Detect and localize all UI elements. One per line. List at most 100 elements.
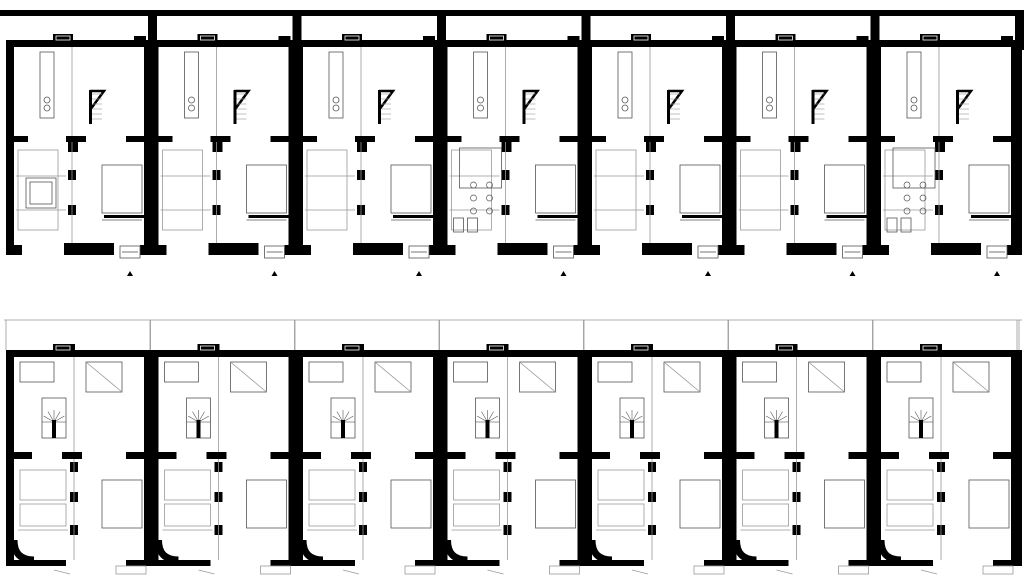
ground-unit-4 — [439, 10, 591, 276]
fixture-outline — [838, 565, 869, 575]
wall — [439, 245, 456, 255]
wall — [567, 36, 580, 41]
wall — [630, 420, 634, 438]
stair-rail — [666, 89, 685, 111]
fixture-outline — [679, 164, 721, 214]
ground-unit-6 — [728, 10, 880, 276]
wall — [712, 36, 724, 41]
wall — [150, 350, 298, 357]
fixture-outline — [85, 361, 123, 393]
chair — [903, 181, 911, 189]
wall — [971, 215, 1011, 218]
thin-line — [663, 361, 701, 393]
wall — [728, 40, 737, 255]
fixture-outline — [489, 345, 504, 351]
fixture-outline — [633, 345, 649, 351]
wall — [1015, 10, 1022, 255]
wall — [415, 136, 442, 142]
fixture-outline — [597, 469, 645, 501]
wall — [6, 350, 153, 357]
thin-line — [374, 361, 412, 393]
fixture-outline — [164, 361, 199, 383]
wall — [501, 140, 512, 152]
wall — [104, 215, 144, 218]
fixture-outline — [164, 503, 211, 527]
wall — [933, 136, 953, 142]
wall — [429, 245, 442, 255]
stair — [88, 89, 107, 124]
wall — [140, 245, 153, 255]
wall — [993, 560, 1020, 566]
fixture-outline — [184, 51, 199, 119]
wall — [197, 34, 218, 41]
wall — [6, 452, 32, 459]
thin-line — [487, 569, 504, 575]
wall — [197, 344, 220, 351]
stove-burner — [910, 96, 918, 104]
wall — [788, 136, 809, 142]
wall — [486, 34, 507, 41]
wall — [126, 452, 153, 459]
wall — [355, 136, 375, 142]
upper-unit-7 — [872, 320, 1020, 575]
wall — [873, 136, 895, 142]
stove-burner — [43, 104, 51, 112]
ground-floor-row — [0, 10, 1024, 276]
wall — [873, 452, 899, 459]
winder-stair — [475, 397, 500, 439]
fixture-outline — [115, 565, 147, 575]
fixture-outline — [886, 361, 922, 383]
wall — [295, 40, 303, 255]
wall — [537, 215, 578, 218]
wall — [584, 40, 731, 47]
wall — [342, 344, 364, 351]
stair — [811, 89, 829, 124]
upper-unit-1 — [5, 320, 153, 575]
fixture-outline — [404, 565, 436, 575]
wall — [866, 40, 876, 255]
wall — [873, 40, 881, 255]
stair-rail — [522, 89, 540, 111]
fixture-outline — [742, 469, 789, 501]
wall — [646, 140, 656, 152]
fixture-outline — [200, 345, 215, 351]
chair — [919, 181, 927, 189]
curved-wall — [733, 539, 757, 564]
ground-unit-5 — [584, 10, 735, 276]
wall — [150, 452, 177, 459]
wall — [642, 243, 692, 255]
wall — [993, 452, 1020, 459]
stove-burner — [766, 96, 773, 104]
stair — [666, 89, 685, 124]
wall — [631, 34, 651, 41]
wall — [704, 136, 731, 142]
fixture-outline — [886, 469, 934, 501]
upper-unit-2 — [150, 320, 298, 575]
fixture-outline — [306, 149, 348, 231]
fixture-outline — [489, 35, 504, 41]
wall — [573, 245, 587, 255]
wall — [270, 560, 298, 566]
fixture-outline — [101, 164, 143, 214]
wall — [292, 10, 302, 50]
wall — [873, 560, 933, 566]
wall — [499, 136, 520, 142]
wall — [295, 136, 317, 142]
fixture-outline — [762, 51, 777, 119]
stair-rail — [233, 89, 251, 111]
wall — [53, 34, 73, 41]
fixture-outline — [17, 149, 59, 231]
wall — [873, 40, 1020, 47]
wall — [873, 350, 1020, 357]
fixture-outline — [778, 35, 793, 41]
wall — [278, 36, 291, 41]
fixture-outline — [459, 147, 502, 189]
stair — [522, 89, 540, 124]
ground-unit-7 — [873, 10, 1024, 276]
stove-burner — [477, 104, 484, 112]
wall — [288, 40, 298, 255]
triangle-up-icon — [127, 271, 133, 276]
wall — [577, 40, 587, 255]
fixture-outline — [344, 345, 360, 351]
thin-line — [85, 361, 123, 393]
